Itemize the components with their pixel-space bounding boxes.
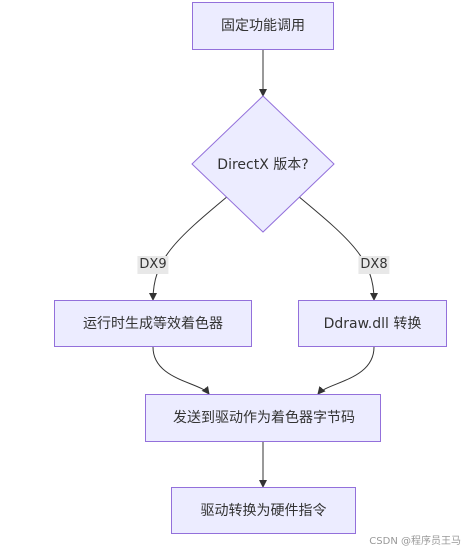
node-ddraw-convert: Ddraw.dll 转换: [298, 300, 447, 347]
edge-label-dx8: DX8: [358, 256, 390, 274]
node-send-to-driver: 发送到驱动作为着色器字节码: [145, 394, 381, 442]
node-runtime-generate-shader: 运行时生成等效着色器: [54, 300, 252, 347]
watermark: CSDN @程序员王马: [369, 536, 461, 547]
edge-decision-to-dx8: [297, 195, 378, 301]
decision-diamond: [191, 95, 335, 233]
node-fixed-function-call: 固定功能调用: [192, 2, 334, 50]
edge-label-dx9: DX9: [137, 256, 169, 274]
edge-dx9-to-send: [152, 346, 210, 395]
edge-dx8-to-send: [317, 346, 375, 395]
node-driver-convert-hardware: 驱动转换为硬件指令: [171, 487, 356, 534]
edge-decision-to-dx9: [149, 195, 229, 301]
decision-label: DirectX 版本?: [217, 157, 309, 173]
